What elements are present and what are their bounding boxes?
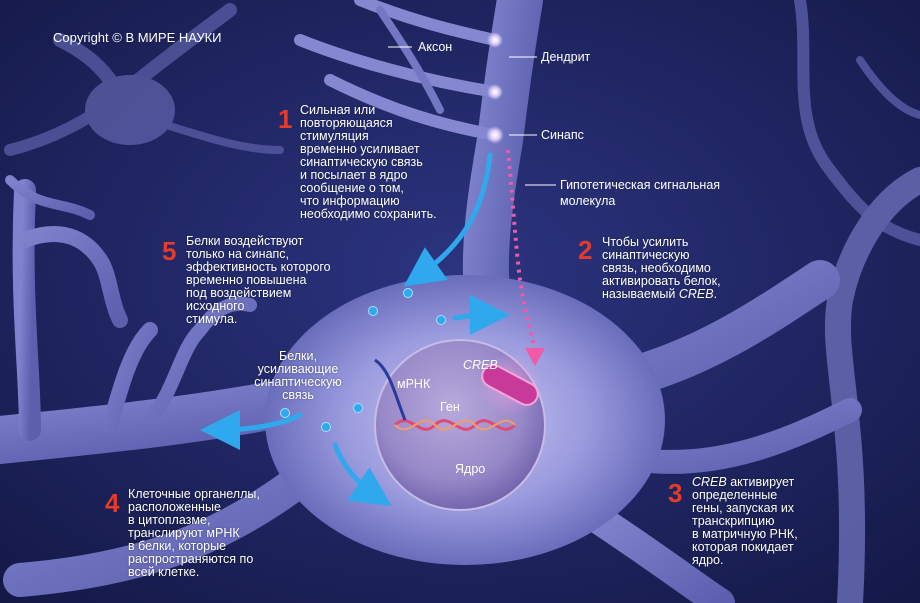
step-2-line: Чтобы усилить xyxy=(602,235,689,249)
step-2-line-suffix: . xyxy=(713,287,718,301)
step-4-line: транслируют мРНК xyxy=(128,526,240,540)
step-2-line: называемый CREB. xyxy=(602,288,721,301)
step-1-line: что информацию xyxy=(300,194,400,208)
proteins-label-line: усиливающие xyxy=(257,362,339,376)
mrna-label: мРНК xyxy=(397,377,431,391)
step-1-line: повторяющаяся xyxy=(300,116,393,130)
step-2-line: связь, необходимо xyxy=(602,261,711,275)
step-3-line: транскрипцию xyxy=(692,514,775,528)
step-5-line: временно повышена xyxy=(186,273,307,287)
step-2-creb-term: CREB xyxy=(678,287,714,301)
step-4-line: в белки, которые xyxy=(128,539,227,553)
step-1-text: Сильная или повторяющаяся стимуляция вре… xyxy=(300,104,437,221)
protein-transport-arrows xyxy=(200,152,510,507)
step-4-line: в цитоплазме, xyxy=(128,513,211,527)
step-5-number: 5 xyxy=(162,236,177,266)
step-5-line: эффективность которого xyxy=(186,260,331,274)
creb-label: CREB xyxy=(463,358,498,372)
step-1-line: необходимо сохранить. xyxy=(300,207,437,221)
nucleus-label: Ядро xyxy=(455,462,486,476)
step-5-line: исходного xyxy=(186,299,245,313)
step-1-line: временно усиливает xyxy=(300,142,420,156)
leader-lines xyxy=(388,46,556,186)
signal-molecule-label-line2: молекула xyxy=(560,194,616,208)
background-neuron xyxy=(4,3,284,156)
step-2-line: синаптическую xyxy=(602,248,690,262)
step-4-text: Клеточные органеллы, расположенные в цит… xyxy=(128,488,260,579)
step-3-line: которая покидает xyxy=(692,540,794,554)
step-3-creb-term: CREB xyxy=(692,475,727,489)
step-2-text: Чтобы усилить синаптическую связь, необх… xyxy=(602,236,721,301)
proteins-label-line: синаптическую xyxy=(254,375,342,389)
signal-path-arrow xyxy=(506,149,545,366)
step-5-text: Белки воздействуют только на синапс, эфф… xyxy=(186,235,331,326)
gene-label: Ген xyxy=(440,400,460,414)
step-1-line: стимуляция xyxy=(300,129,369,143)
step-5-line: стимула. xyxy=(186,312,238,326)
creb-protein xyxy=(481,364,539,406)
protein-dots xyxy=(280,288,446,432)
proteins-label-line: связь xyxy=(282,388,314,402)
step-2-line-prefix: называемый xyxy=(602,287,679,301)
mrna-strand xyxy=(374,358,407,421)
step-4-line: расположенные xyxy=(128,500,221,514)
synapse-glow xyxy=(486,126,504,144)
gene-helix xyxy=(393,419,517,431)
step-5-line: только на синапс, xyxy=(186,247,290,261)
step-3-line: CREB активирует xyxy=(692,476,798,489)
step-2-line: активировать белок, xyxy=(602,274,721,288)
copyright-notice: Copyright © В МИРЕ НАУКИ xyxy=(53,30,222,45)
synapse-label: Синапс xyxy=(541,128,584,142)
step-3-number: 3 xyxy=(668,478,683,508)
step-3-line-suffix: активирует xyxy=(726,475,795,489)
proteins-label: Белки, усиливающие синаптическую связь xyxy=(238,350,358,402)
step-3-line: в матричную РНК, xyxy=(692,527,798,541)
step-5-line: Белки воздействуют xyxy=(186,234,304,248)
step-1-line: Сильная или xyxy=(300,103,376,117)
step-3-line: гены, запуская их xyxy=(692,501,795,515)
synapse-glow xyxy=(487,32,503,48)
step-3-text: CREB активирует определенные гены, запус… xyxy=(692,476,798,567)
step-1-number: 1 xyxy=(278,104,293,134)
dendrite-label: Дендрит xyxy=(541,50,591,64)
step-4-number: 4 xyxy=(105,488,120,518)
step-5-line: под воздействием xyxy=(186,286,292,300)
step-4-line: всей клетке. xyxy=(128,565,200,579)
step-4-line: распространяются по xyxy=(128,552,254,566)
step-4-line: Клеточные органеллы, xyxy=(128,487,260,501)
background-dendrites-right xyxy=(794,0,920,603)
step-2-number: 2 xyxy=(578,235,593,265)
neuron-branches xyxy=(0,0,862,603)
synapse-glow xyxy=(487,84,503,100)
signal-molecule-label-line1: Гипотетическая сигнальная xyxy=(560,178,721,192)
step-3-line: определенные xyxy=(692,488,778,502)
step-1-line: синаптическую связь xyxy=(300,155,423,169)
proteins-label-line: Белки, xyxy=(279,349,317,363)
step-3-line: ядро. xyxy=(692,553,724,567)
step-1-line: и посылает в ядро xyxy=(300,168,408,182)
step-1-line: сообщение о том, xyxy=(300,181,404,195)
axon-label: Аксон xyxy=(418,40,453,54)
